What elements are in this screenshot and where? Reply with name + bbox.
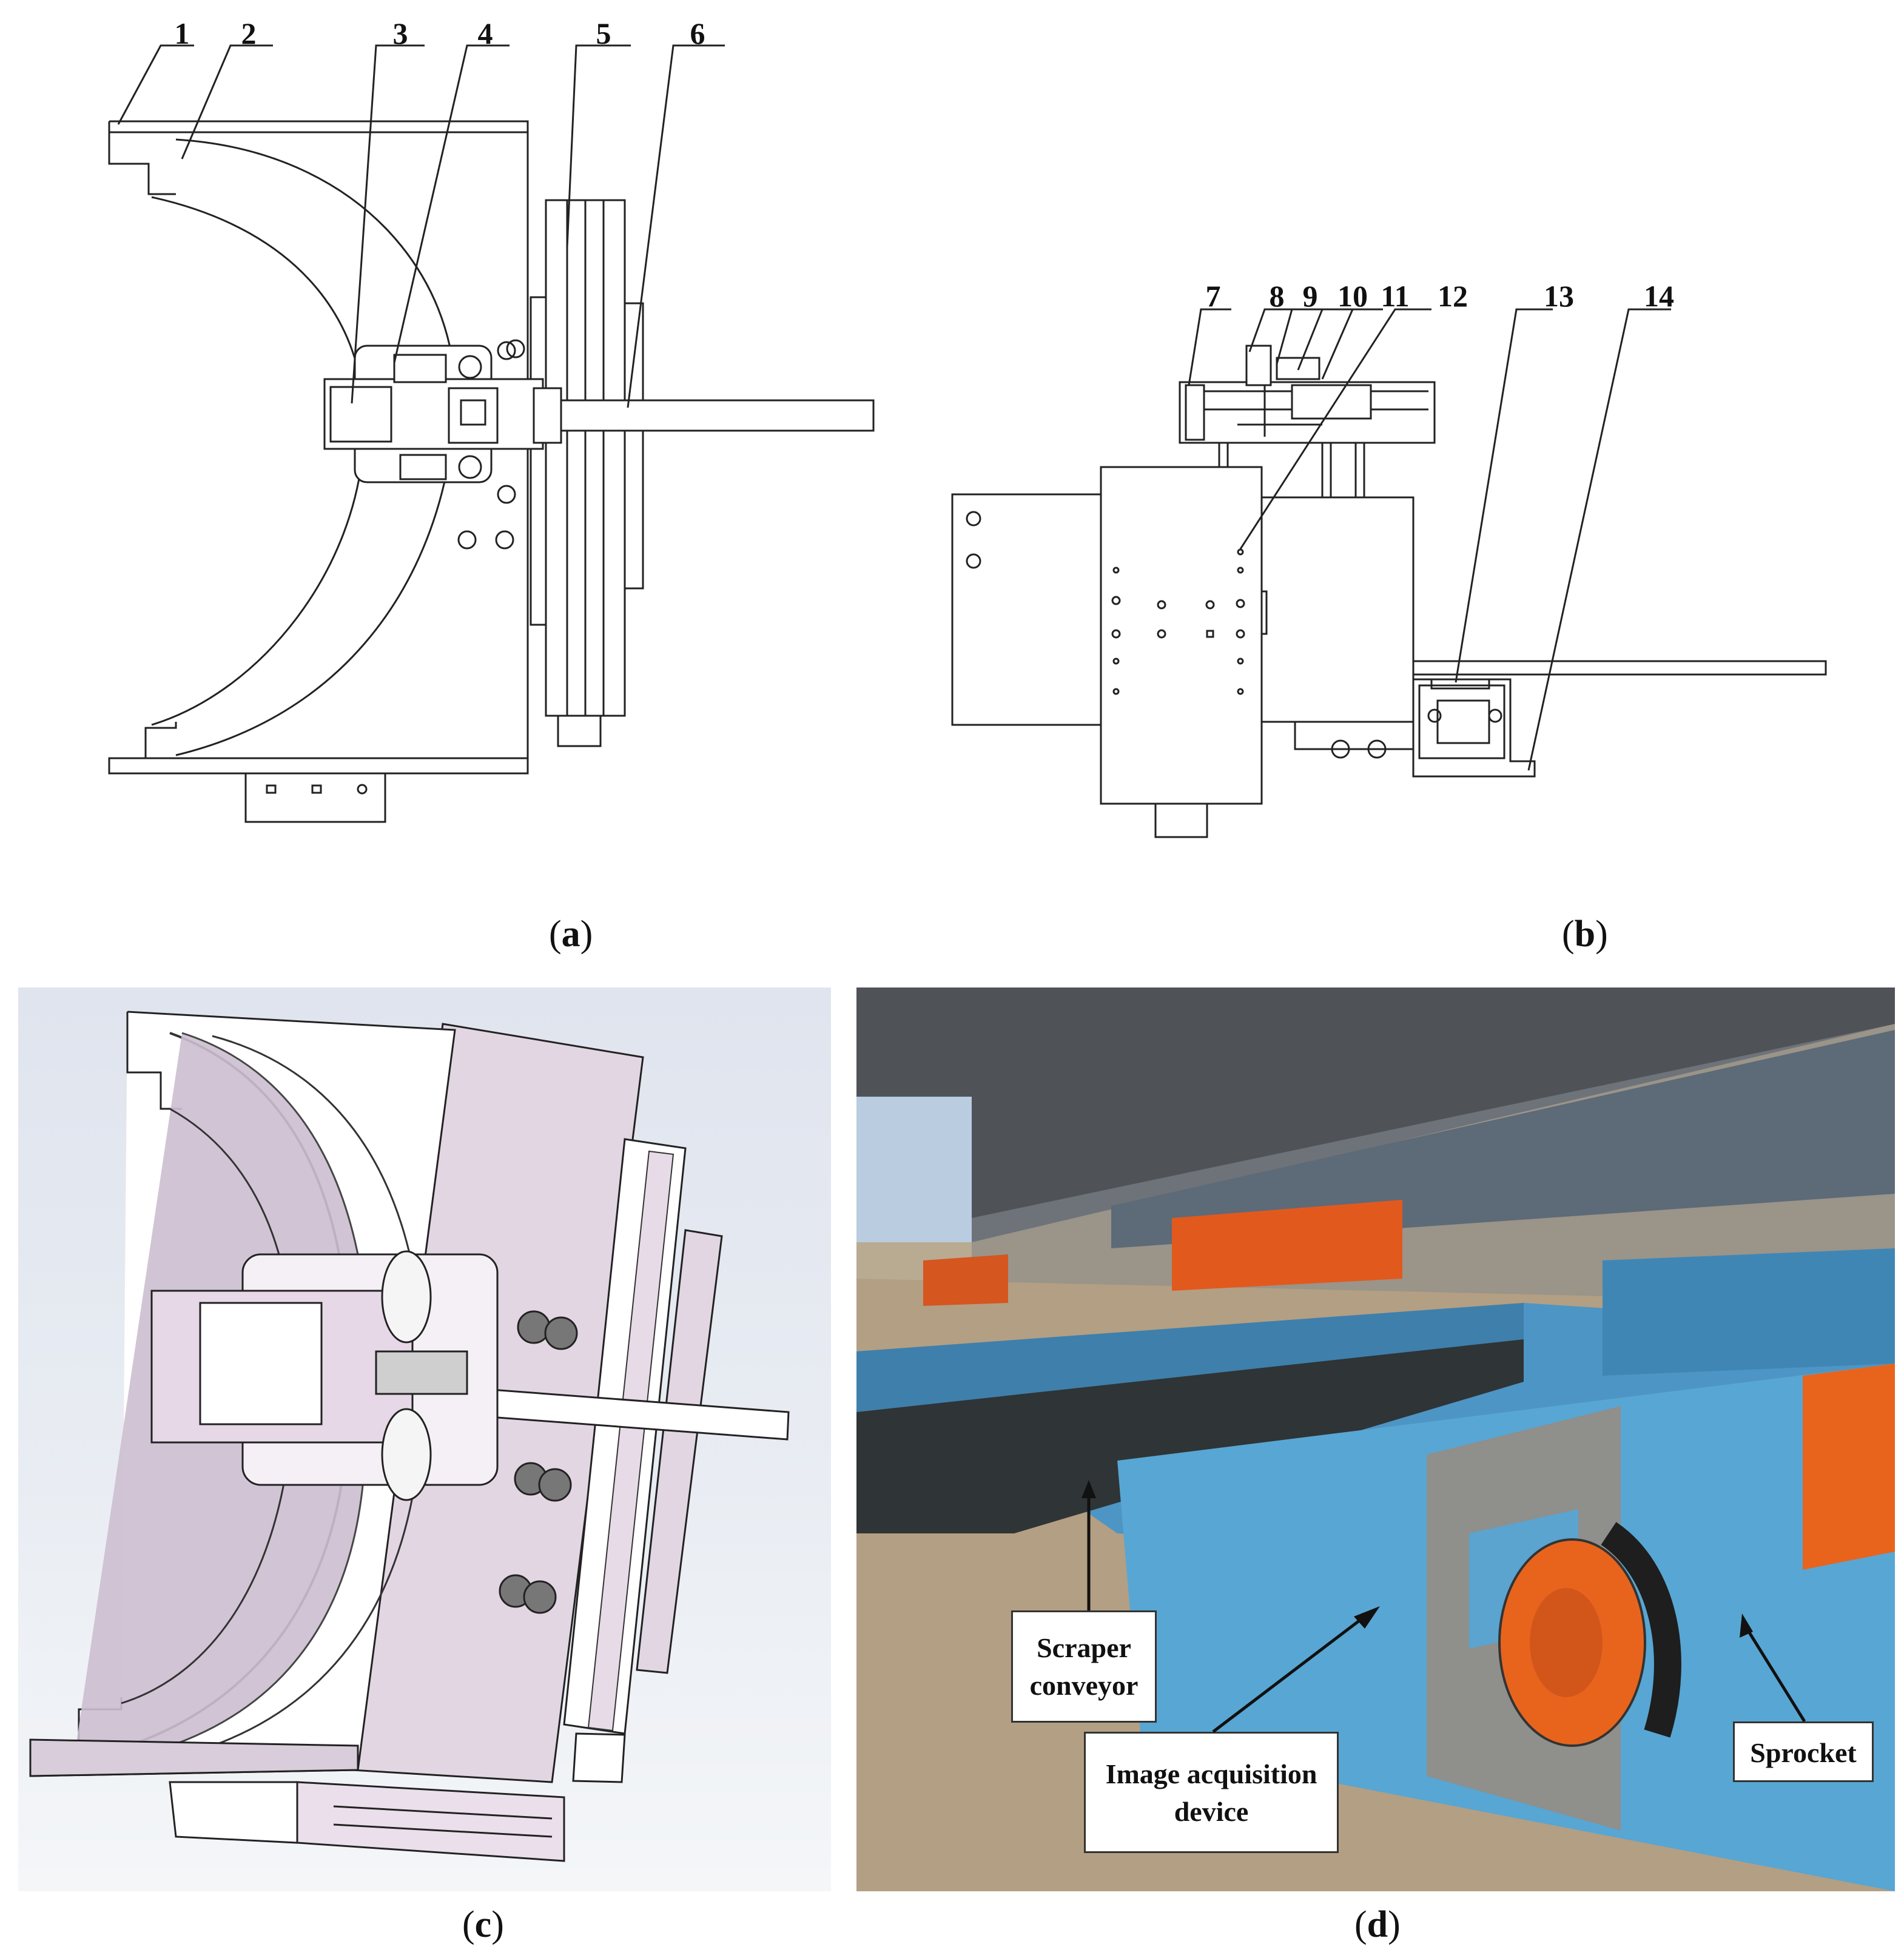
caption-a: (a) bbox=[549, 913, 593, 955]
drawing-b: 7 8 9 10 11 12 13 14 bbox=[951, 279, 1827, 838]
callout-scraper-line2: conveyor bbox=[1029, 1670, 1139, 1701]
callout-image-acquisition-device: Image acquisition device bbox=[1084, 1732, 1339, 1853]
callout-sprocket-label: Sprocket bbox=[1750, 1737, 1857, 1768]
part-label-8: 8 bbox=[1270, 279, 1285, 313]
part-label-4: 4 bbox=[478, 16, 493, 50]
part-label-6: 6 bbox=[690, 16, 705, 50]
callout-image-line1: Image acquisition bbox=[1105, 1758, 1317, 1789]
drawing-c bbox=[29, 1011, 790, 1862]
part-label-3: 3 bbox=[393, 16, 408, 50]
callout-image-line2: device bbox=[1174, 1796, 1249, 1827]
part-label-11: 11 bbox=[1381, 279, 1409, 313]
part-label-1: 1 bbox=[175, 16, 190, 50]
caption-b: (b) bbox=[1562, 913, 1608, 955]
part-label-2: 2 bbox=[241, 16, 257, 50]
part-label-5: 5 bbox=[596, 16, 611, 50]
caption-c: (c) bbox=[462, 1904, 504, 1945]
part-label-13: 13 bbox=[1544, 279, 1574, 313]
part-label-7: 7 bbox=[1206, 279, 1221, 313]
callout-sprocket: Sprocket bbox=[1733, 1721, 1874, 1782]
part-label-12: 12 bbox=[1438, 279, 1468, 313]
panel-a-front-view: 1 2 3 4 5 6 bbox=[0, 0, 934, 910]
caption-d: (d) bbox=[1354, 1904, 1401, 1945]
part-label-14: 14 bbox=[1644, 279, 1674, 313]
panel-b-side-view: 7 8 9 10 11 12 13 14 bbox=[934, 255, 1880, 861]
callout-scraper-line1: Scraper bbox=[1037, 1632, 1131, 1663]
part-label-10: 10 bbox=[1337, 279, 1368, 313]
panel-c-3d-model bbox=[18, 987, 831, 1891]
callout-scraper-conveyor: Scraper conveyor bbox=[1011, 1610, 1157, 1723]
drawing-a: 1 2 3 4 5 6 bbox=[108, 16, 875, 823]
part-label-9: 9 bbox=[1303, 279, 1318, 313]
